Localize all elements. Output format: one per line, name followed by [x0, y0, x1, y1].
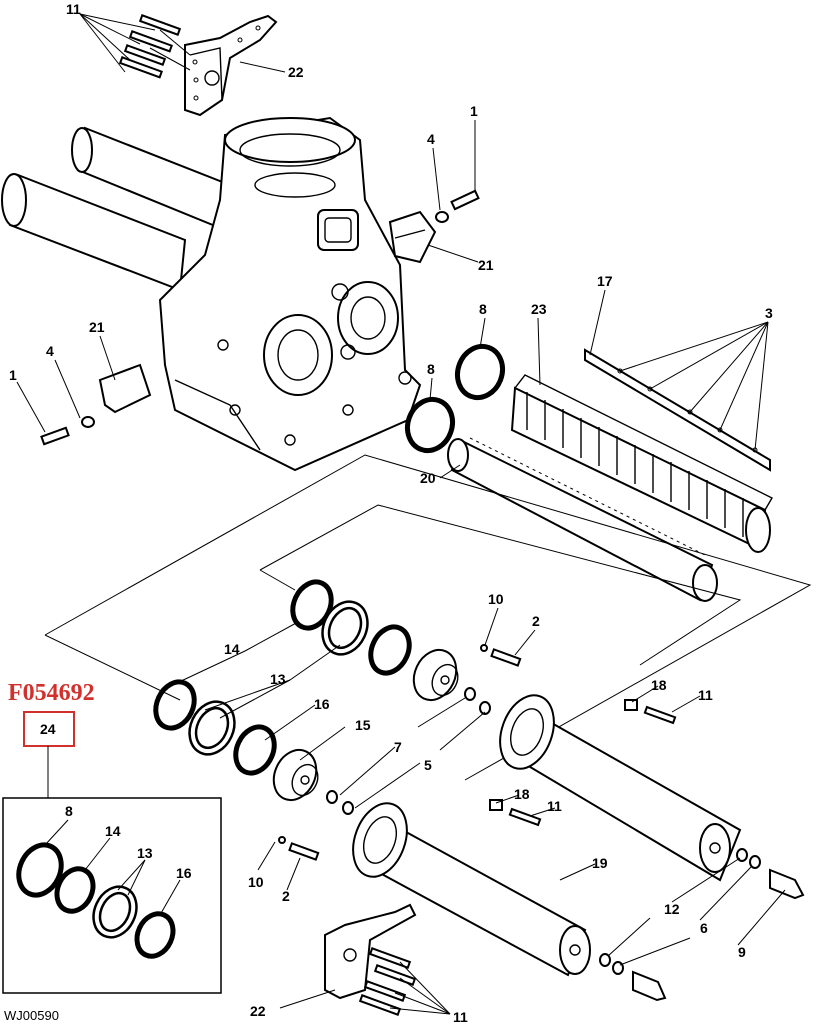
callout-4-right: 4: [427, 131, 435, 147]
callout-11-mid: 11: [698, 687, 713, 703]
seals-8: [404, 343, 506, 454]
callout-1-right: 1: [470, 103, 478, 119]
callout-12: 12: [664, 901, 680, 917]
callout-9: 9: [738, 944, 746, 960]
inset-label-box: [23, 711, 75, 747]
callout-11-lower: 11: [547, 798, 562, 814]
piston-seals-upper: [290, 579, 459, 702]
callout-3: 3: [765, 305, 773, 321]
inset-label: 24: [40, 721, 56, 737]
callout-labels: 11 22 1 4 21 17 3 8 23 21 4 1 8 20 10 2 …: [9, 1, 773, 1024]
callout-11-bottom: 11: [453, 1009, 468, 1024]
bushing-left: [98, 363, 152, 414]
bracket-bottom: [324, 903, 417, 1016]
callout-17: 17: [597, 273, 613, 289]
callout-2-lower: 2: [282, 888, 290, 904]
callout-18-upper: 18: [651, 677, 667, 693]
callout-8-upper: 8: [479, 301, 487, 317]
callout-6: 6: [700, 920, 708, 936]
callout-18-lower: 18: [514, 786, 530, 802]
callout-20: 20: [420, 470, 436, 486]
callout-23: 23: [531, 301, 547, 317]
washers-screws: [278, 644, 522, 861]
strip-17: [584, 348, 771, 472]
piston-rod-20: [447, 437, 718, 602]
footer-code: WJ00590: [4, 1008, 59, 1023]
inset-callout-8: 8: [65, 803, 73, 819]
inset-callout-14: 14: [105, 823, 121, 839]
bushing-right: [388, 210, 437, 264]
figure-code: F054692: [8, 680, 95, 706]
callout-13: 13: [270, 671, 286, 687]
cylinder-19-upper: [499, 694, 742, 882]
callout-4-left: 4: [46, 343, 54, 359]
assembly-outline: [44, 454, 812, 781]
inset-box: [2, 797, 222, 994]
fittings-mid: [489, 699, 677, 827]
callout-11-top: 11: [66, 1, 81, 17]
upper-tubes: [1, 126, 232, 292]
main-housing: [158, 116, 422, 472]
bolts-top: [118, 14, 191, 79]
bolt-left: [40, 416, 95, 446]
callout-15: 15: [355, 717, 371, 733]
callout-5: 5: [424, 757, 432, 773]
callout-22-bottom: 22: [250, 1003, 266, 1019]
inset-callout-16: 16: [176, 865, 192, 881]
callout-16: 16: [314, 696, 330, 712]
piston-seals-lower: [153, 679, 319, 802]
callout-8-lower: 8: [427, 361, 435, 377]
cylinder-19-lower: [352, 802, 591, 977]
callout-10-upper: 10: [488, 591, 504, 607]
callout-19: 19: [592, 855, 608, 871]
bracket-top: [184, 14, 278, 117]
callout-21-left: 21: [89, 319, 105, 335]
callout-1-left: 1: [9, 367, 17, 383]
callout-22-top: 22: [288, 64, 304, 80]
callout-21-right: 21: [478, 257, 494, 273]
inset-parts: [16, 842, 176, 959]
leader-lines: [16, 13, 786, 1015]
rack-23: [510, 374, 773, 553]
callout-7: 7: [394, 739, 402, 755]
inset-callout-13: 13: [137, 845, 153, 861]
callout-10-lower: 10: [248, 874, 264, 890]
bolt-right: [435, 189, 480, 223]
callout-14: 14: [224, 641, 240, 657]
callout-2-upper: 2: [532, 613, 540, 629]
